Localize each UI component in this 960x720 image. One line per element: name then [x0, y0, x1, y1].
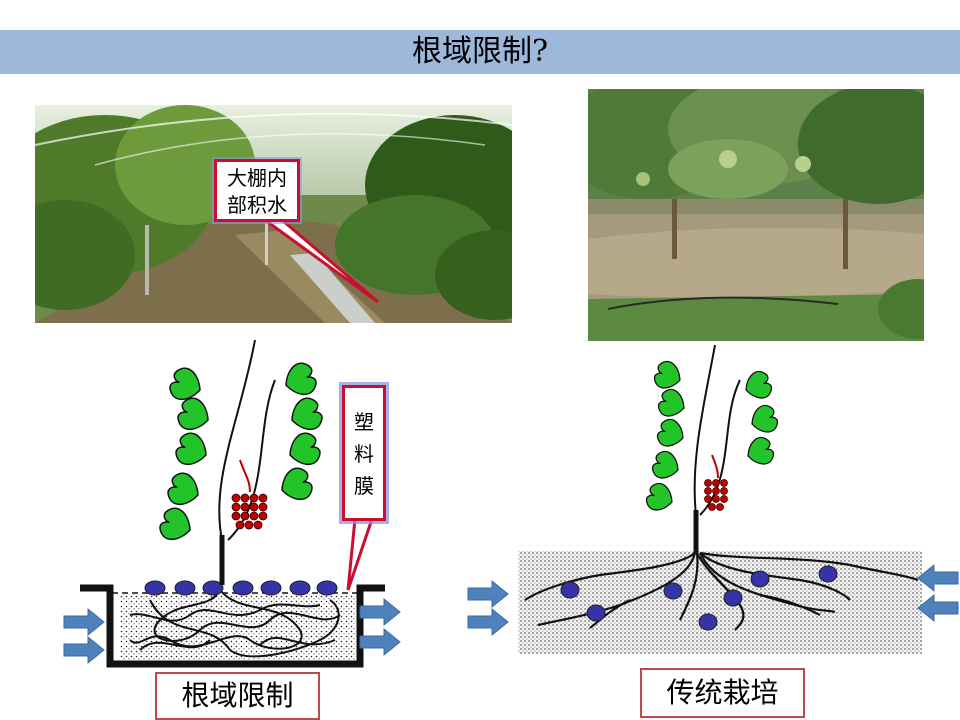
open-field-soil	[518, 551, 922, 654]
traditional-cultivation-caption: 传统栽培	[640, 668, 805, 718]
water-droplets-right	[560, 565, 838, 631]
standing-water-callout: 大棚内 部积水	[214, 159, 300, 222]
flooded-vineyard-photo	[588, 89, 924, 341]
spreading-roots	[524, 551, 919, 631]
root-restriction-caption: 根域限制	[155, 672, 320, 720]
vine-leaves-right	[643, 358, 781, 516]
standing-water-callout-line2: 部积水	[227, 193, 287, 217]
plastic-film-char-2: 料	[354, 442, 374, 466]
tangled-roots	[129, 589, 341, 658]
page-title: 根域限制?	[411, 34, 549, 69]
plastic-container	[80, 584, 385, 668]
plastic-film-char-3: 膜	[354, 474, 374, 498]
grape-cluster-left	[231, 493, 268, 530]
grape-cluster-right	[704, 479, 728, 511]
title-bar	[0, 30, 960, 74]
plastic-film-char-1: 塑	[354, 410, 374, 434]
vine-stem	[218, 339, 256, 541]
standing-water-callout-line1: 大棚内	[227, 166, 287, 190]
plastic-film-callout: 塑 料 膜	[342, 385, 386, 521]
water-droplets-left	[144, 580, 338, 596]
